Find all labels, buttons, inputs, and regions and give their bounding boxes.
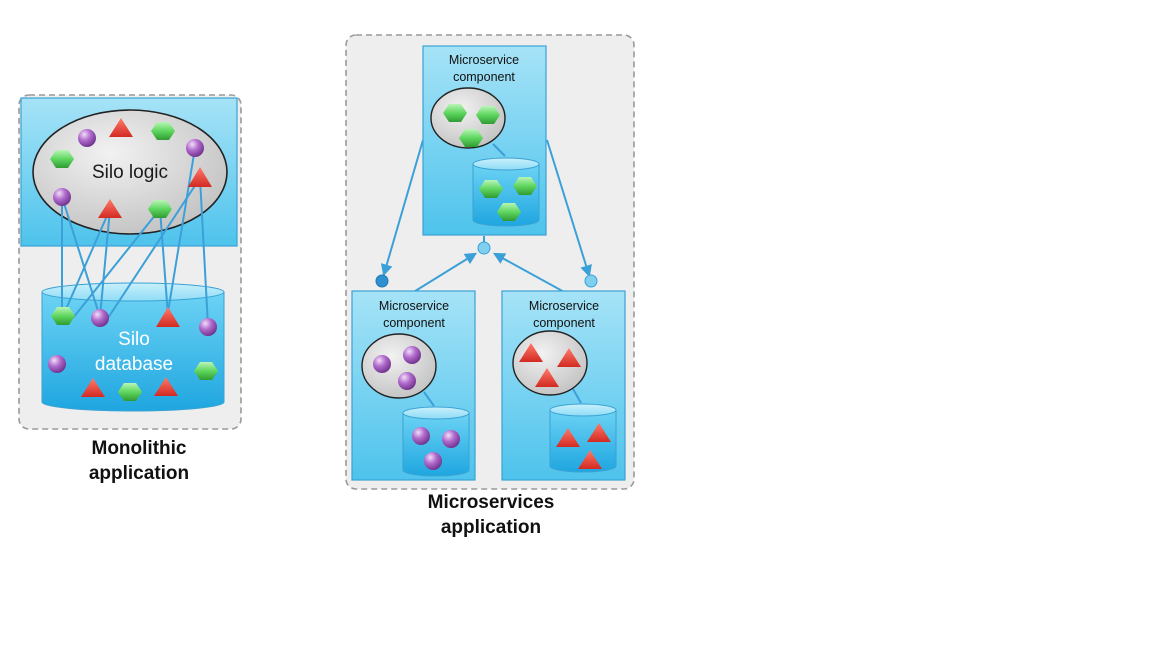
triangle-icon <box>81 378 105 397</box>
triangle-icon <box>156 307 180 327</box>
component-label-line1: Microservice <box>379 299 449 313</box>
sphere-icon <box>53 188 71 206</box>
silo-database-label-line2: database <box>95 354 173 375</box>
microservices-caption-line1: Microservices <box>427 492 555 513</box>
triangle-icon <box>519 343 543 362</box>
triangle-icon <box>535 368 559 387</box>
component-label-line2: component <box>383 316 445 330</box>
microservice-component-top: Microservice component <box>422 45 547 236</box>
triangle-icon <box>587 423 611 442</box>
hexagon-icon <box>443 104 467 122</box>
hexagon-icon <box>118 383 142 401</box>
microservice-connectors <box>380 139 592 294</box>
monolithic-caption-line2: application <box>88 463 190 484</box>
triangle-icon <box>578 450 602 469</box>
connector-dot <box>584 274 598 288</box>
sphere-icon <box>91 309 109 327</box>
silo-logic-label: Silo logic <box>92 162 168 183</box>
hexagon-icon <box>194 362 218 380</box>
hexagon-icon <box>51 307 75 325</box>
sphere-icon <box>442 430 460 448</box>
connector-dot <box>375 274 389 288</box>
component-label-line2: component <box>533 316 595 330</box>
hexagon-icon <box>513 177 537 195</box>
hexagon-icon <box>459 129 483 147</box>
hexagon-icon <box>151 122 175 140</box>
sphere-icon <box>412 427 430 445</box>
silo-logic-shapes <box>50 118 212 218</box>
monolithic-caption: Monolithic application <box>39 436 239 486</box>
microservices-application: Microservice component Microservice comp… <box>345 34 635 490</box>
hexagon-icon <box>148 200 172 218</box>
triangle-icon <box>154 377 178 396</box>
hexagon-icon <box>50 150 74 168</box>
triangle-icon <box>188 167 212 187</box>
sphere-icon <box>186 139 204 157</box>
microservices-caption: Microservices application <box>391 490 591 540</box>
monolithic-caption-line1: Monolithic <box>91 438 187 459</box>
component-label-line1: Microservice <box>529 299 599 313</box>
sphere-icon <box>373 355 391 373</box>
connector-dot <box>477 241 491 255</box>
hexagon-icon <box>476 106 500 124</box>
triangle-icon <box>556 428 580 447</box>
sphere-icon <box>199 318 217 336</box>
sphere-icon <box>48 355 66 373</box>
triangle-icon <box>98 199 122 218</box>
silo-database <box>41 282 225 412</box>
component-label-line2: component <box>453 70 515 84</box>
hexagon-icon <box>497 203 521 221</box>
triangle-icon <box>109 118 133 137</box>
sphere-icon <box>78 129 96 147</box>
silo-database-shapes <box>48 307 218 401</box>
microservice-component-left: Microservice component <box>351 290 476 481</box>
microservice-component-right: Microservice component <box>501 290 626 481</box>
silo-database-label-line1: Silo <box>118 329 150 350</box>
hexagon-icon <box>479 180 503 198</box>
triangle-icon <box>557 348 581 367</box>
sphere-icon <box>424 452 442 470</box>
microservices-caption-line2: application <box>440 517 542 538</box>
monolithic-application: Silo logic Silo database <box>18 94 242 430</box>
monolith-connections <box>61 147 209 327</box>
sphere-icon <box>398 372 416 390</box>
sphere-icon <box>403 346 421 364</box>
component-label-line1: Microservice <box>449 53 519 67</box>
